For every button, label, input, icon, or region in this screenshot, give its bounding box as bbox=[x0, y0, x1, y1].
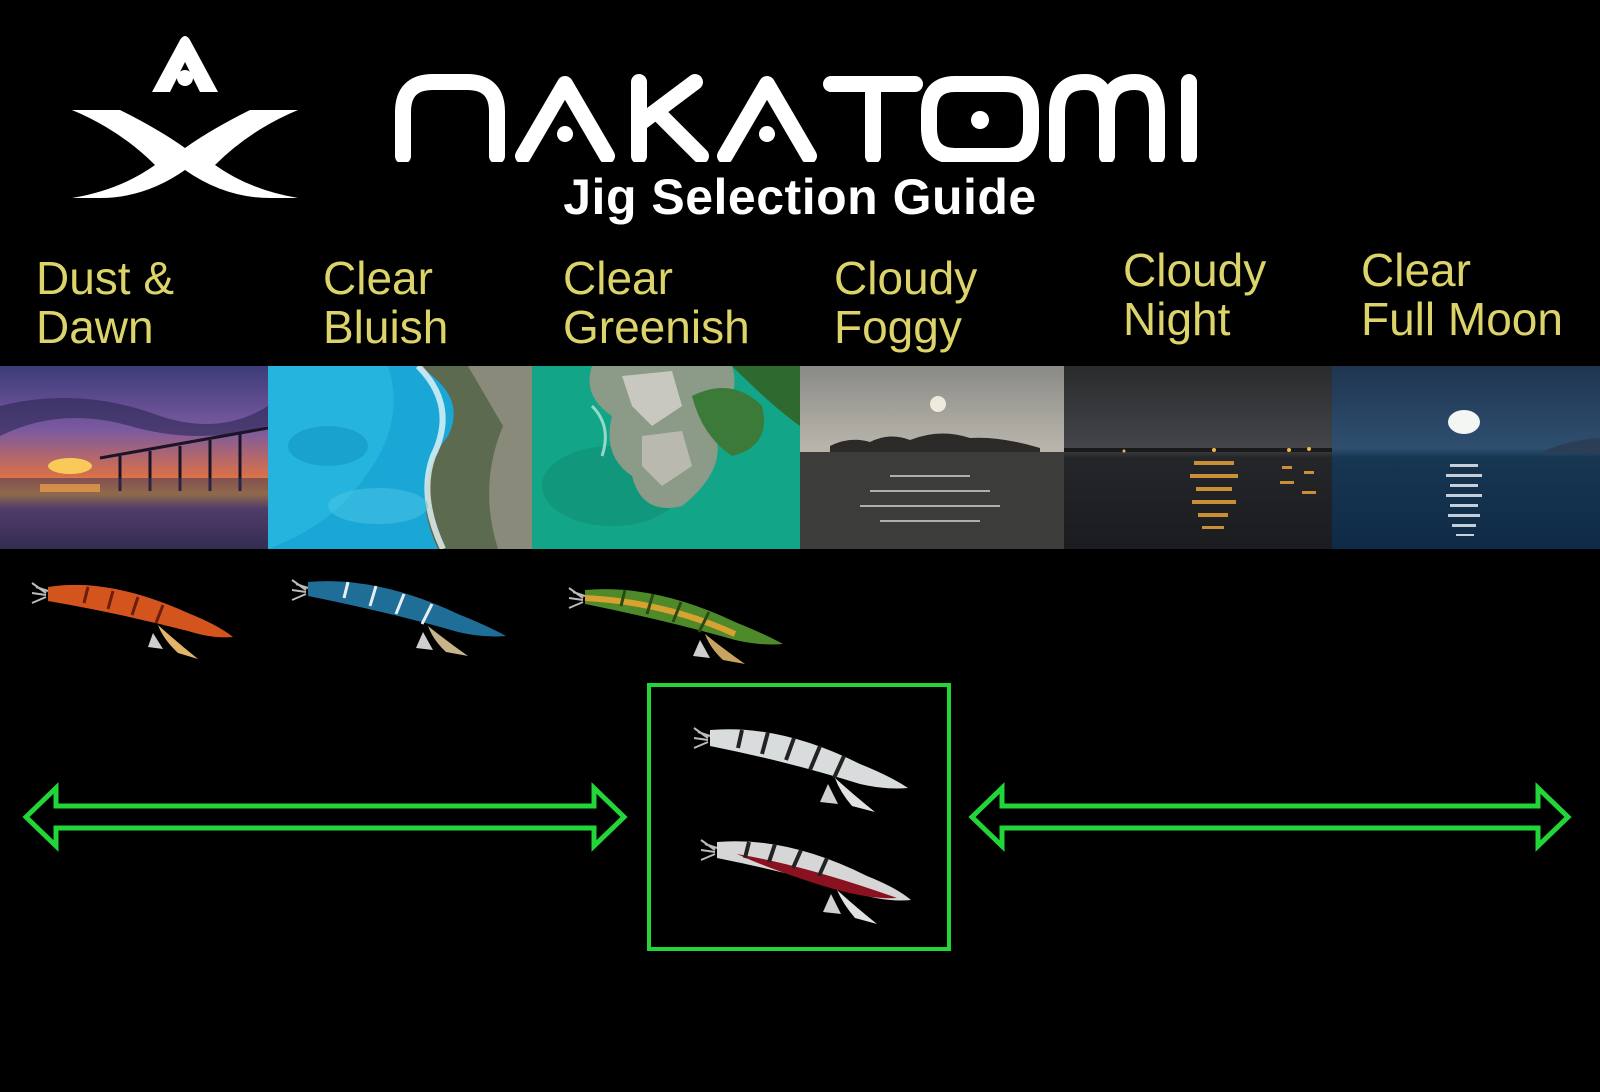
jig-green bbox=[568, 587, 783, 664]
scene-image-clear-bluish bbox=[268, 366, 532, 549]
page-title: Jig Selection Guide bbox=[563, 169, 1037, 225]
nakatomi-wordmark bbox=[395, 74, 1197, 162]
condition-label-clear-bluish: Clear Bluish bbox=[323, 252, 449, 353]
scene-image-cloudy-night bbox=[1064, 366, 1332, 549]
nakatomi-logo-icon bbox=[72, 36, 298, 198]
condition-label-cloudy-night: Cloudy Night bbox=[1123, 244, 1267, 345]
jig-white bbox=[693, 727, 908, 812]
double-arrow-right-icon bbox=[968, 782, 1572, 852]
recommended-jigs-box bbox=[647, 683, 951, 951]
condition-label-cloudy-foggy: Cloudy Foggy bbox=[834, 252, 978, 353]
jig-red bbox=[700, 839, 911, 924]
scene-image-clear-full-moon bbox=[1332, 366, 1600, 549]
scene-image-dust-dawn bbox=[0, 366, 268, 549]
jig-orange bbox=[31, 582, 233, 659]
condition-label-clear-greenish: Clear Greenish bbox=[563, 252, 750, 353]
condition-label-dust-dawn: Dust & Dawn bbox=[36, 252, 175, 353]
double-arrow-left-icon bbox=[22, 782, 628, 852]
scene-image-clear-greenish bbox=[532, 366, 800, 549]
condition-label-clear-full-moon: Clear Full Moon bbox=[1361, 244, 1563, 345]
jig-blue bbox=[291, 579, 506, 656]
scene-image-cloudy-foggy bbox=[800, 366, 1064, 549]
